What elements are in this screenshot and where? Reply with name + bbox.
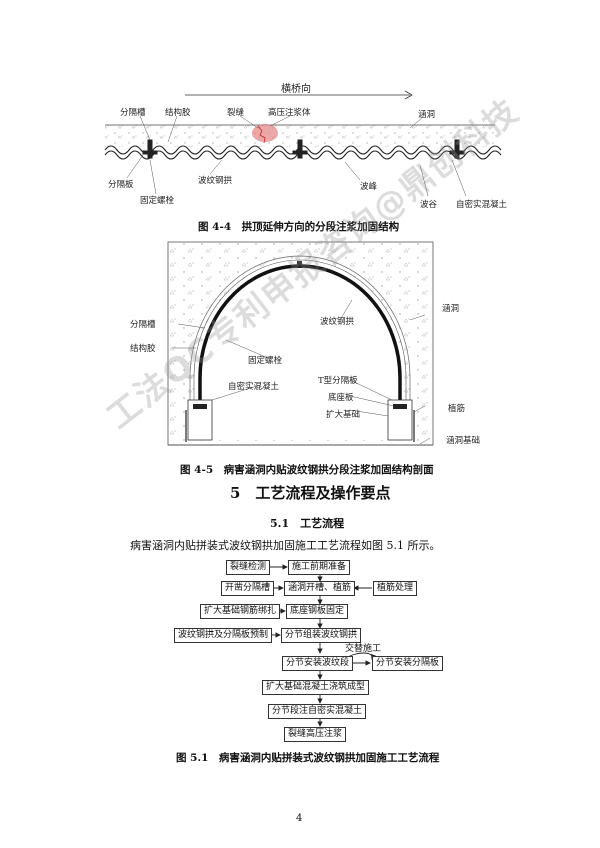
- direction-label: 横桥向: [281, 84, 311, 95]
- sub-heading: 5.1 工艺流程: [270, 517, 345, 530]
- flow-grout: 裂缝高压注浆: [284, 727, 347, 742]
- label-culvert-2: 涵洞: [442, 304, 460, 314]
- flow-base-fix: 底座钢板固定: [286, 604, 349, 619]
- label-divider-groove-2: 分隔槽: [130, 320, 156, 330]
- flow-groove: 开凿分隔槽: [221, 581, 275, 596]
- bolts: [142, 139, 465, 159]
- figure-4-5-caption: 图 4-5 病害涵洞内贴波纹钢拱分段注浆加固结构剖面: [180, 464, 434, 476]
- flow-install-div: 分节安装分隔板: [372, 656, 444, 671]
- label-divider-plate: 分隔板: [108, 180, 134, 190]
- label-structural-glue: 结构胶: [165, 108, 191, 118]
- flow-open-rebar: 涵洞开槽、植筋: [284, 581, 356, 596]
- label-rebar: 植筋: [448, 404, 466, 414]
- figure-4-4-drawing: [104, 90, 502, 197]
- label-fixing-bolt-2: 固定螺栓: [248, 356, 283, 366]
- flow-inject: 分节段注自密实混凝土: [268, 704, 367, 719]
- label-culvert: 涵洞: [418, 110, 436, 120]
- crack-line: [257, 125, 266, 144]
- label-corrugated-arch-2: 波纹钢拱: [320, 317, 355, 327]
- label-culvert-foundation: 涵洞基础: [446, 436, 481, 446]
- label-crack: 裂缝: [227, 108, 245, 118]
- flow-foundation-rebar: 扩大基础钢筋绑扎: [200, 604, 281, 619]
- flow-install-seg: 分节安装波纹段: [282, 656, 354, 671]
- flow-pour: 扩大基础混凝土浇筑成型: [262, 680, 370, 695]
- label-scc-2: 自密实混凝土: [228, 382, 280, 392]
- flow-prep: 施工前期准备: [288, 560, 351, 575]
- figure-5-1-caption: 图 5.1 病害涵洞内贴拼装式波纹钢拱加固施工工艺流程: [176, 752, 440, 764]
- flow-assemble: 分节组装波纹钢拱: [281, 628, 362, 643]
- flow-prefab: 波纹钢拱及分隔板预制: [174, 628, 273, 643]
- label-crest: 波峰: [360, 182, 378, 192]
- intro-paragraph: 病害涵洞内贴拼装式波纹钢拱加固施工工艺流程如图 5.1 所示。: [130, 539, 441, 552]
- label-corrugated-arch: 波纹钢拱: [198, 176, 233, 186]
- flow-rebar-treat: 植筋处理: [373, 581, 418, 596]
- culvert-band: [105, 125, 495, 147]
- figure-4-5-drawing: [167, 241, 434, 446]
- label-divider-groove: 分隔槽: [120, 108, 146, 118]
- corrugated-wave: [104, 145, 502, 155]
- flow-crack-detect: 裂缝检测: [226, 560, 271, 575]
- label-scc: 自密实混凝土: [456, 200, 508, 210]
- label-grout-body: 高压注浆体: [268, 108, 311, 118]
- label-trough: 波谷: [420, 200, 438, 210]
- label-fixing-bolt: 固定螺栓: [140, 196, 175, 206]
- label-t-divider: T型分隔板: [318, 376, 358, 386]
- figure-4-4-caption: 图 4-4 拱顶延伸方向的分段注浆加固结构: [198, 221, 400, 233]
- section-heading: 5 工艺流程及操作要点: [230, 484, 391, 502]
- page-number: 4: [296, 813, 303, 824]
- grout-body: [252, 124, 278, 142]
- label-expanded-foundation: 扩大基础: [326, 410, 361, 420]
- label-base-plate: 底座板: [328, 393, 354, 403]
- label-structural-glue-2: 结构胶: [130, 344, 156, 354]
- flow-alternate: 交替施工: [345, 644, 382, 654]
